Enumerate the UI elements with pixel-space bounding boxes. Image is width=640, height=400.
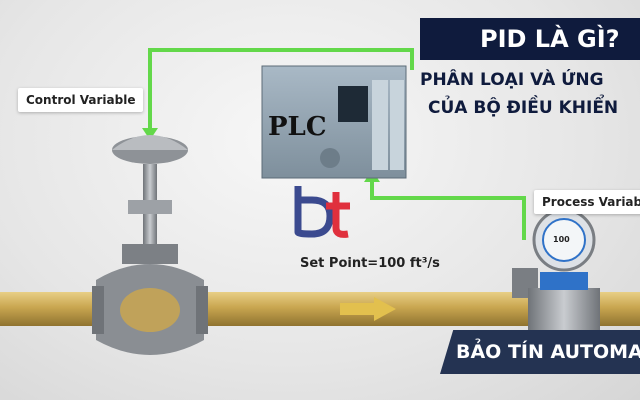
control-variable-label: Control Variable — [18, 88, 144, 112]
plc-label: PLC — [268, 112, 327, 142]
meter-reading: 100 — [553, 235, 570, 244]
set-point-label: Set Point=100 ft³/s — [300, 256, 440, 271]
bt-logo — [294, 186, 350, 238]
control-valve — [92, 135, 208, 355]
plc-unit — [261, 65, 407, 179]
subtitle-line-1: PHÂN LOẠI VÀ ỨNG — [420, 70, 604, 90]
signal-arrow-down — [142, 128, 158, 140]
process-variable-label: Process Variable — [534, 190, 640, 214]
signal-lines — [148, 48, 526, 240]
brand-banner: BẢO TÍN AUTOMA — [440, 330, 640, 374]
page-title: PID LÀ GÌ? — [420, 18, 640, 60]
flow-arrow-head — [374, 297, 396, 321]
flow-arrow — [340, 303, 374, 315]
subtitle-line-2: CỦA BỘ ĐIỀU KHIỂN — [428, 98, 619, 118]
